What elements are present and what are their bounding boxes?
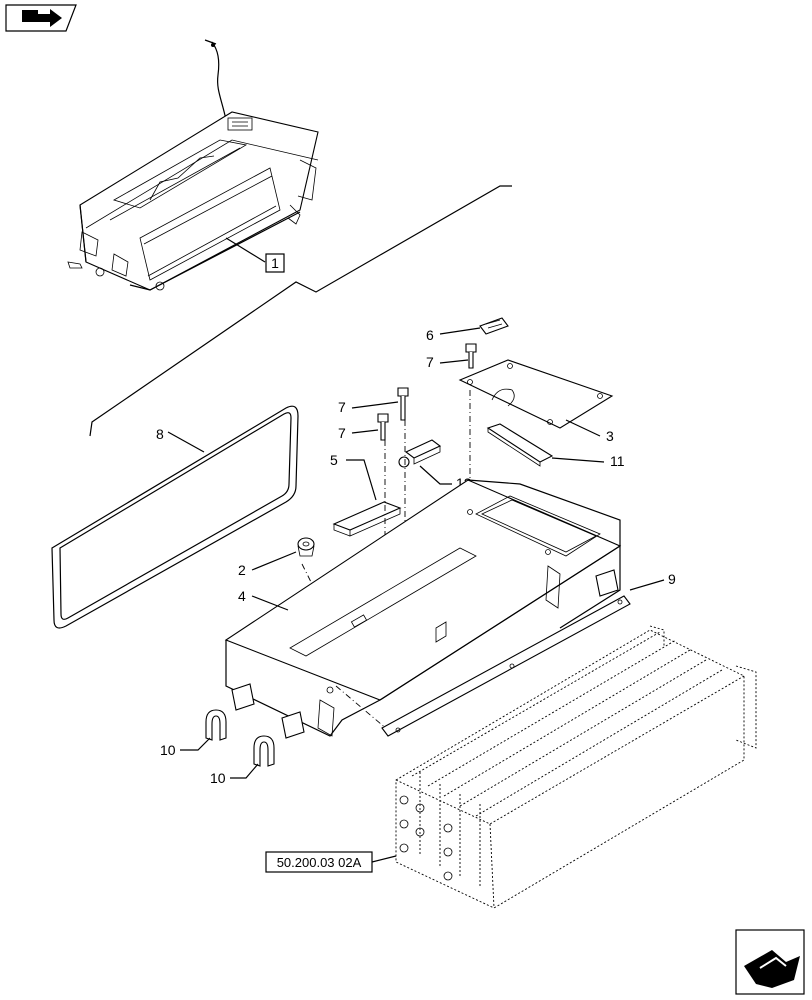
bolt-part-7: [465, 343, 477, 369]
clip-part-10a: [205, 709, 227, 741]
assembly-overview: [67, 39, 319, 291]
grommet-part-2: [297, 537, 315, 557]
callout-6: 6: [426, 327, 434, 343]
callout-9: 9: [668, 571, 676, 587]
callout-2: 2: [238, 562, 246, 578]
bolt-part-7c: [377, 413, 389, 441]
callout-10a: 10: [160, 742, 176, 758]
callout-5: 5: [330, 452, 338, 468]
callout-3: 3: [606, 428, 614, 444]
seal-part-8: [51, 405, 299, 629]
heater-core: [395, 625, 757, 909]
sensor-part-12: [398, 439, 442, 468]
reference-label[interactable]: 50.200.03 02A: [277, 855, 362, 870]
callout-box-1: [265, 253, 285, 273]
bolt-part-7b: [397, 387, 409, 421]
callout-8: 8: [156, 426, 164, 442]
housing-part-4: [224, 479, 622, 737]
callout-10b: 10: [210, 770, 226, 786]
callout-4: 4: [238, 588, 246, 604]
book-arrow-icon[interactable]: [5, 4, 77, 32]
reference-link[interactable]: 50.200.03 02A: [265, 851, 397, 873]
callout-1: 1: [271, 255, 279, 271]
clip-part-10b: [253, 735, 275, 767]
callout-7a: 7: [426, 354, 434, 370]
callout-7b: 7: [338, 399, 346, 415]
callout-7c: 7: [338, 425, 346, 441]
next-page-arrow-icon[interactable]: [735, 929, 805, 995]
callout-11: 11: [610, 453, 625, 469]
